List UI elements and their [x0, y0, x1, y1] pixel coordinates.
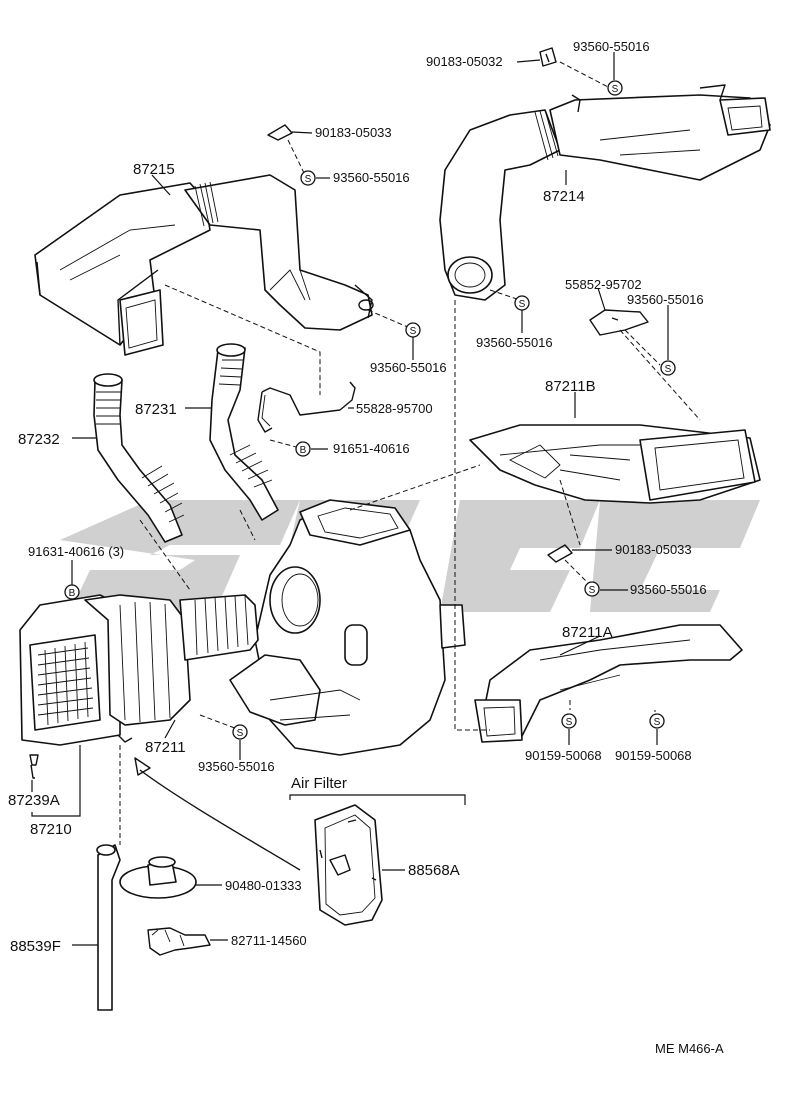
label-90183-05033-b: 90183-05033 [615, 542, 692, 557]
label-88568A: 88568A [408, 862, 460, 879]
symbol-s-4: S [405, 322, 421, 338]
label-55828-95700: 55828-95700 [356, 401, 433, 416]
symbol-s-6: S [584, 581, 600, 597]
part-82711-14560-clamp [147, 927, 211, 956]
label-93560-55016-e: 93560-55016 [370, 360, 447, 375]
label-87215: 87215 [133, 161, 175, 178]
part-88539F-hose [96, 844, 121, 1011]
symbol-s-5: S [660, 360, 676, 376]
part-87231-hose [209, 343, 279, 521]
filter-install-arrow [134, 757, 301, 871]
label-87214: 87214 [543, 188, 585, 205]
symbol-s-2: S [300, 170, 316, 186]
symbol-b-2: B [64, 584, 80, 600]
part-labels: 90183-05032 93560-55016 90183-05033 8721… [8, 39, 724, 1056]
label-87211A: 87211A [562, 624, 613, 641]
label-90183-05032: 90183-05032 [426, 54, 503, 69]
svg-text:S: S [665, 364, 672, 375]
svg-text:S: S [519, 299, 526, 310]
label-55852-95702: 55852-95702 [565, 277, 642, 292]
assembly-dashed-lines [71, 61, 701, 845]
label-87232: 87232 [18, 431, 60, 448]
clip-90183-05033-upper [267, 124, 293, 141]
svg-text:S: S [237, 728, 244, 739]
label-91651-40616: 91651-40616 [333, 441, 410, 456]
section-title-air-filter: Air Filter [291, 775, 347, 792]
label-90480-01333: 90480-01333 [225, 878, 302, 893]
part-88568A-filter [314, 804, 383, 926]
symbol-s-3: S [514, 295, 530, 311]
svg-text:B: B [300, 445, 307, 456]
bracket-55852-95702 [589, 309, 649, 336]
label-90159-50068-b: 90159-50068 [615, 748, 692, 763]
label-87211: 87211 [145, 739, 186, 756]
air-cleaner-case [19, 594, 259, 746]
symbol-s-9: S [649, 713, 665, 729]
label-82711-14560: 82711-14560 [231, 933, 307, 948]
reference-code: ME M466-A [655, 1041, 724, 1056]
svg-text:B: B [69, 588, 76, 599]
symbol-s-1: S [607, 80, 623, 96]
label-93560-55016-c: 93560-55016 [476, 335, 553, 350]
symbol-s-7: S [232, 724, 248, 740]
part-90480-01333-grommet [119, 856, 197, 899]
label-93560-55016-f: 93560-55016 [630, 582, 707, 597]
leader-lines [31, 52, 669, 946]
main-body-assembly [229, 499, 466, 756]
symbol-b-1: B [295, 441, 311, 457]
part-87232-hose [93, 373, 185, 543]
svg-text:S: S [566, 717, 573, 728]
part-87239A-clip [29, 754, 39, 779]
svg-text:S: S [654, 717, 661, 728]
label-93560-55016-d: 93560-55016 [627, 292, 704, 307]
svg-text:S: S [589, 585, 596, 596]
label-90183-05033-a: 90183-05033 [315, 125, 392, 140]
svg-text:S: S [305, 174, 312, 185]
label-93560-55016-b: 93560-55016 [333, 170, 410, 185]
label-87211B: 87211B [545, 378, 596, 395]
part-87211B-duct [469, 424, 761, 504]
label-93560-55016-a: 93560-55016 [573, 39, 650, 54]
label-87239A: 87239A [8, 792, 60, 809]
label-87231: 87231 [135, 401, 177, 418]
part-87214-duct [439, 84, 771, 301]
label-93560-55016-g: 93560-55016 [198, 759, 275, 774]
part-55828-95700-wire [257, 381, 356, 433]
symbol-s-8: S [561, 713, 577, 729]
label-87210: 87210 [30, 821, 72, 838]
label-88539F: 88539F [10, 938, 61, 955]
label-90159-50068-a: 90159-50068 [525, 748, 602, 763]
svg-text:S: S [410, 326, 417, 337]
clip-90183-05032 [539, 47, 557, 67]
clip-90183-05033-lower [547, 544, 573, 563]
part-87211A-duct [474, 624, 743, 743]
part-87215-duct [34, 174, 374, 356]
svg-text:S: S [612, 84, 619, 95]
label-91631-40616: 91631-40616 (3) [28, 544, 124, 559]
